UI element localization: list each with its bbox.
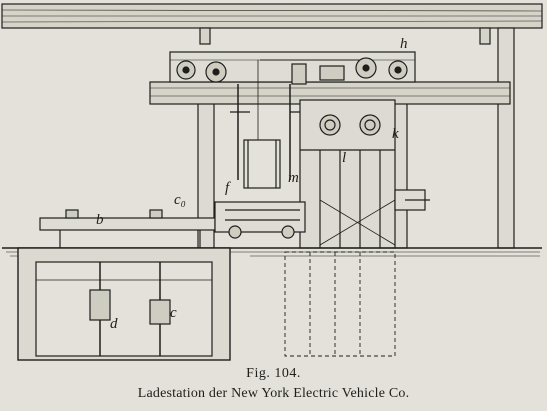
label-k: k — [392, 126, 399, 142]
label-b: b — [96, 212, 104, 228]
label-d: d — [110, 316, 118, 332]
label-m: m — [288, 170, 299, 186]
label-h: h — [400, 36, 408, 52]
figure-drawing: h k l m f c₀ b d c — [1, 3, 543, 361]
label-c: c — [170, 305, 177, 321]
label-c-o: c₀ — [174, 192, 186, 208]
label-f: f — [225, 180, 230, 196]
engraving-illustration — [1, 3, 543, 361]
figure-caption: Ladestation der New York Electric Vehicl… — [137, 386, 410, 401]
figure-number: Fig. 104. — [246, 366, 301, 381]
label-l: l — [342, 150, 347, 166]
